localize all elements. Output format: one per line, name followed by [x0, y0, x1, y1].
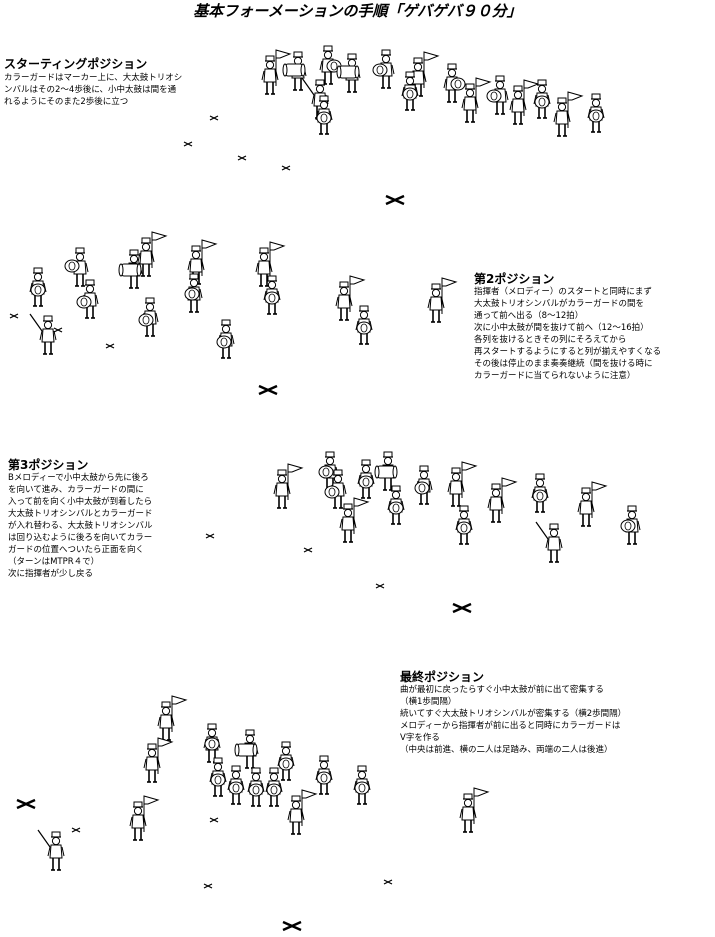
text-line: （横1歩間隔）: [400, 697, 457, 707]
text-line: （ターンはMTPR４で）: [8, 557, 100, 567]
section-heading-start: スターティングポジション: [4, 57, 148, 71]
section-body-final: 曲が最初に戻ったらすぐ小中太鼓が前に出て密集する （横1歩間隔） 続いてすぐ大太…: [400, 684, 626, 756]
text-line: 大太鼓トリオシンバルがカラーガードの間を: [474, 299, 645, 309]
text-line: 通って前へ出る（8〜12拍）: [474, 311, 584, 321]
formation-second: [9, 231, 457, 396]
text-line: 各列を抜けるときその列にそろえてから: [474, 335, 627, 345]
section-body-third: Bメロディーで小中太鼓から先に後ろ を向いて進み、カラーガードの間に 入って前を…: [8, 472, 153, 580]
text-line: カラーガードはマーカー上に、大太鼓トリオシ: [4, 73, 183, 83]
text-line: 再スタートするようにすると列が揃えやすくなる: [474, 347, 662, 357]
text-line: Bメロディーで小中太鼓から先に後ろ: [8, 473, 149, 483]
text-line: が入れ替わる、大太鼓トリオシンバル: [8, 521, 153, 531]
text-line: れるようにそのまた2歩後に立つ: [4, 97, 129, 107]
section-heading-final: 最終ポジション: [400, 670, 485, 684]
text-line: （中央は前進、横の二人は足踏み、両端の二人は後進）: [400, 745, 613, 755]
text-line: ンバルはその2〜4歩後に、小中太鼓は間を通: [4, 85, 177, 95]
text-line: を向いて進み、カラーガードの間に: [8, 485, 144, 495]
text-line: 続いてすぐ大太鼓トリオシンバルが密集する（横2歩間隔）: [400, 709, 627, 719]
text-line: メロディーから指揮者が前に出ると同時にカラーガードは: [400, 721, 621, 731]
section-heading-second: 第2ポジション: [474, 272, 555, 286]
section-body-second: 指揮者（メロディー）のスタートと同時にまず 大太鼓トリオシンバルがカラーガードの…: [474, 286, 661, 382]
text-line: は回り込むように後ろを向いてカラー: [8, 533, 153, 543]
section-heading-third: 第3ポジション: [8, 458, 89, 472]
text-line: 曲が最初に戻ったらすぐ小中太鼓が前に出て密集する: [400, 685, 604, 695]
text-line: その後は停止のまま奏奏継続（間を抜ける時に: [474, 359, 653, 369]
text-line: 入って前を向く小中太鼓が到着したら: [8, 497, 153, 507]
page-title: 基本フォーメーションの手順「ゲバゲバ９０分」: [193, 2, 522, 20]
text-line: 指揮者（メロディー）のスタートと同時にまず: [474, 287, 652, 297]
formation-final: [15, 695, 489, 932]
text-line: 大太鼓トリオシンバルとカラーガード: [8, 509, 153, 519]
formation-starting: [183, 45, 605, 206]
formation-third: [205, 451, 641, 614]
text-line: ガードの位置へついたら正面を向く: [8, 545, 145, 555]
text-line: 次に指揮者が少し戻る: [8, 569, 94, 579]
text-line: カラーガードに当てられないように注意）: [474, 371, 636, 381]
text-line: 次に小中太鼓が間を抜けて前へ（12〜16拍）: [474, 323, 649, 333]
section-body-start: カラーガードはマーカー上に、大太鼓トリオシ ンバルはその2〜4歩後に、小中太鼓は…: [4, 72, 182, 108]
text-line: V字を作る: [400, 733, 440, 743]
